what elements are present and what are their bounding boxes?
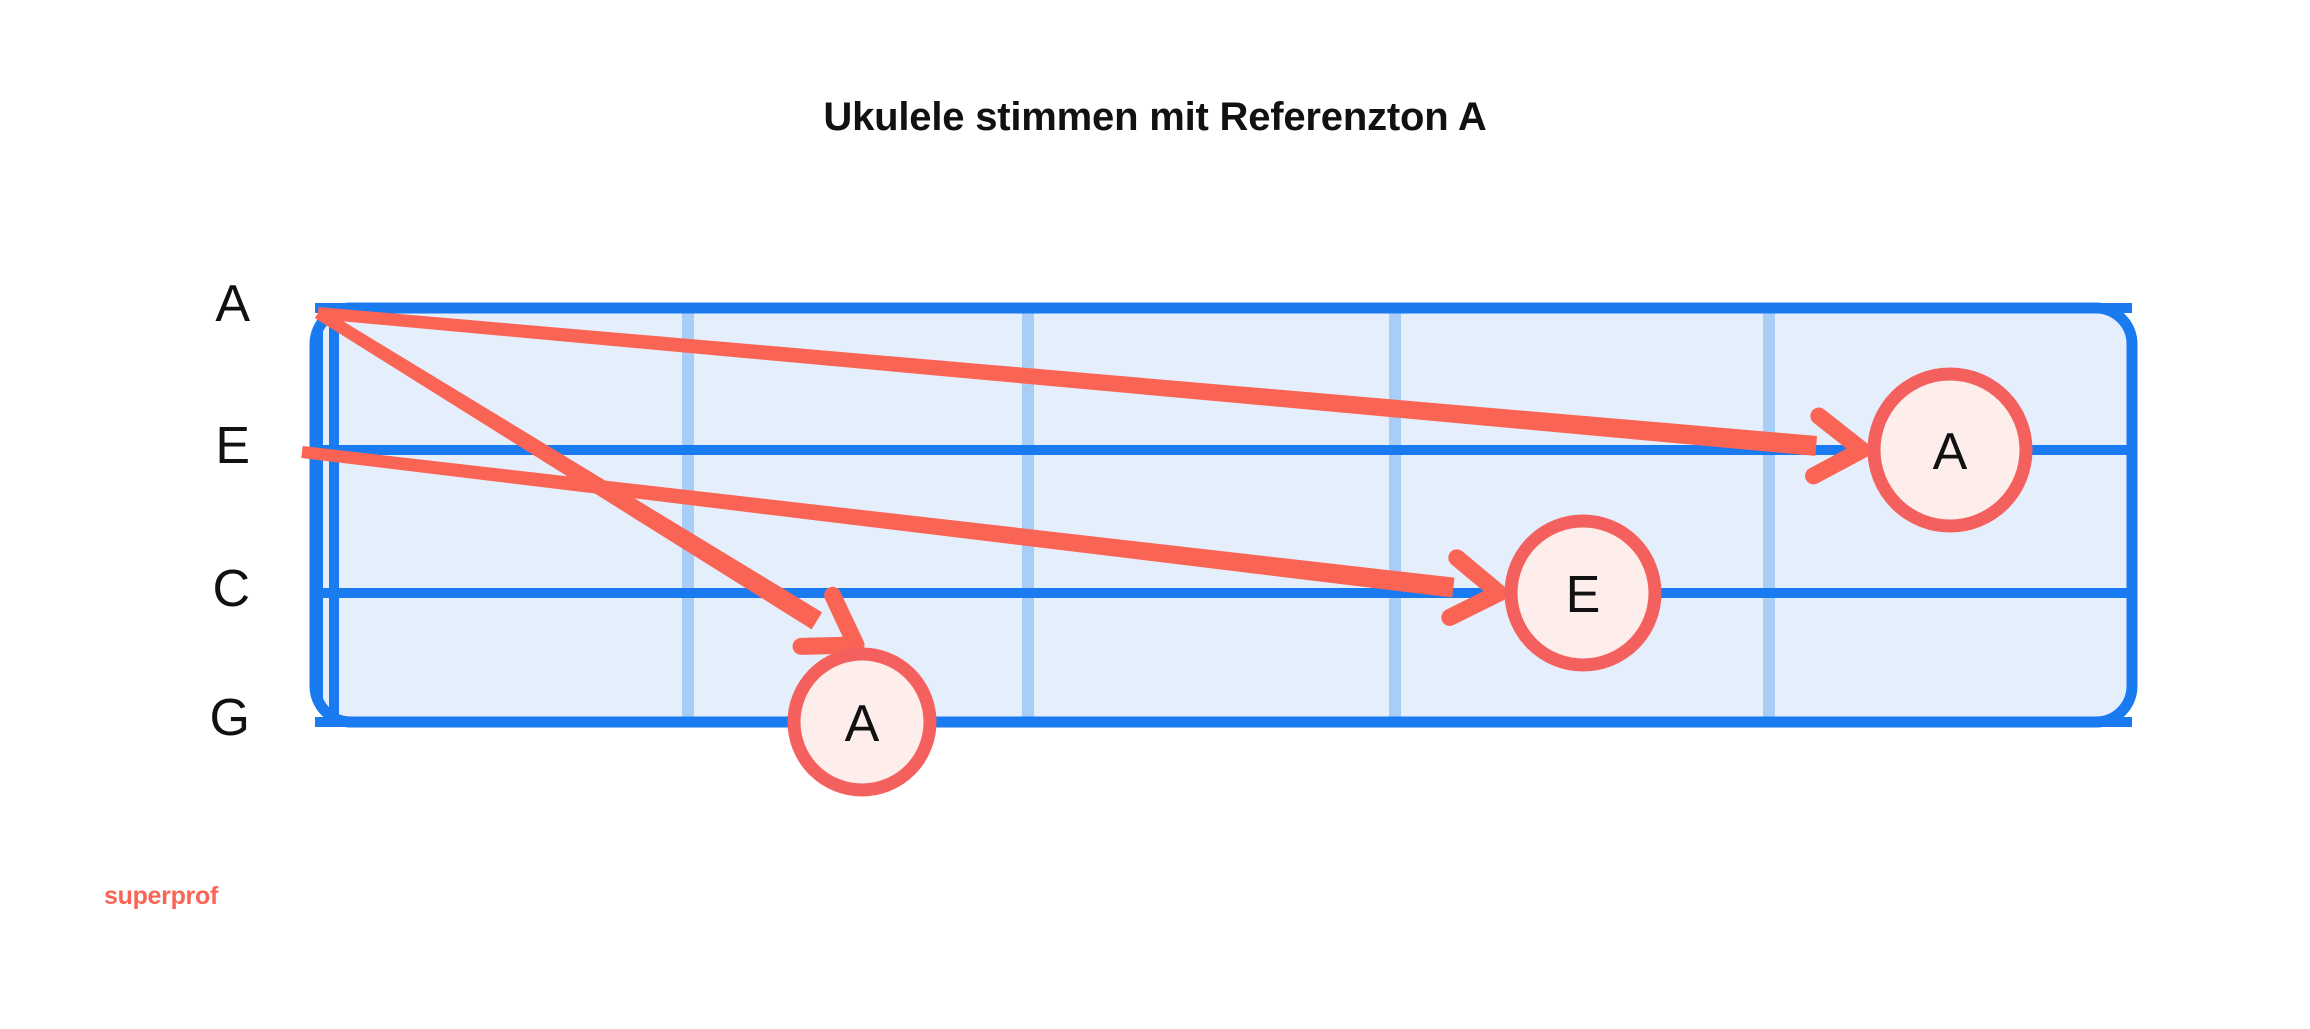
fret-line-3 [1389,308,1401,722]
fret-line-4 [1763,308,1775,722]
note-marker-circle[interactable] [1504,514,1662,672]
string-label-e: E [215,417,250,475]
arrow-a-to-a-on-e [317,307,1871,485]
arrow-head [1441,549,1508,626]
arrow-head [1805,407,1871,485]
note-marker-circle[interactable] [787,647,937,797]
note-marker-label: A [845,695,880,753]
note-marker-label: A [1933,423,1968,481]
fretboard-body [315,308,2132,722]
fretboard-outline [309,302,2138,728]
fret-lines-group [682,308,1775,722]
arrows-group [301,307,1871,655]
page-title: Ukulele stimmen mit Referenzton A [823,95,1487,139]
string-e [315,445,2132,455]
note-marker-label: E [1566,566,1601,624]
arrow-a-to-a-on-g [314,307,865,655]
marker-a-on-e[interactable]: A [1867,367,2033,533]
nut-bar-2 [329,308,339,722]
note-markers-group: A E A [787,367,2033,797]
superprof-watermark: superprof [104,882,218,910]
string-label-c: C [212,560,250,618]
arrow-e-to-e-on-c [301,446,1508,626]
string-label-g: G [209,689,250,747]
arrow-shaft [301,446,1455,598]
marker-a-on-g[interactable]: A [787,647,937,797]
fret-line-2 [1022,308,1034,722]
arrow-head [792,586,865,655]
arrow-shaft [314,307,823,630]
arrow-shaft [317,307,1818,456]
note-marker-circle[interactable] [1867,367,2033,533]
fret-line-1 [682,308,694,722]
marker-e-on-c[interactable]: E [1504,514,1662,672]
string-c [315,588,2132,598]
string-label-a: A [215,275,250,333]
